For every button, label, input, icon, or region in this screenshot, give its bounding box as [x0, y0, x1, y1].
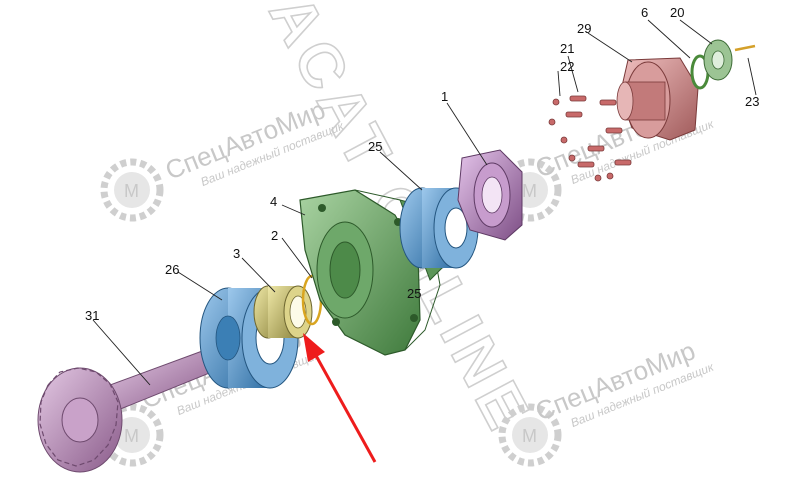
seal-cover-part-1: [457, 149, 523, 241]
callout-1: 1: [441, 89, 448, 104]
watermark-logo-icon: M: [522, 181, 537, 201]
callout-23: 23: [745, 94, 759, 109]
callout-6: 6: [641, 5, 648, 20]
watermark-logo-icon: M: [522, 426, 537, 446]
watermark-logo-icon: M: [124, 181, 139, 201]
callout-2: 2: [271, 228, 278, 243]
pinion-gear-part-31: [37, 349, 213, 473]
callout-3: 3: [233, 246, 240, 261]
cotter-pin-part-23: [734, 44, 756, 52]
watermark-logo-icon: M: [124, 426, 139, 446]
callout-25: 25: [368, 139, 382, 154]
callout-31: 31: [85, 308, 99, 323]
red-arrow-indicator: [303, 333, 377, 463]
callout-29: 29: [577, 21, 591, 36]
callout-20: 20: [670, 5, 684, 20]
callout-21: 21: [560, 41, 574, 56]
bolts-part-21-22: [548, 95, 632, 182]
callout-4: 4: [270, 194, 277, 209]
nut-part-20: [703, 39, 733, 81]
flange-part-29: [616, 57, 699, 141]
callout-25-lower: 25: [407, 286, 421, 301]
callout-labels: 1 2 3 4 6 20 21 22 23 25 26 29 31 25: [85, 5, 759, 323]
sleeve-part-3: [253, 285, 313, 339]
callout-26: 26: [165, 262, 179, 277]
leader-lines: [92, 19, 757, 386]
watermark-3: M СпецАвтоМир Ваш надежный поставщик: [498, 335, 717, 467]
callout-22: 22: [560, 59, 574, 74]
bearing-part-25: [399, 187, 479, 269]
